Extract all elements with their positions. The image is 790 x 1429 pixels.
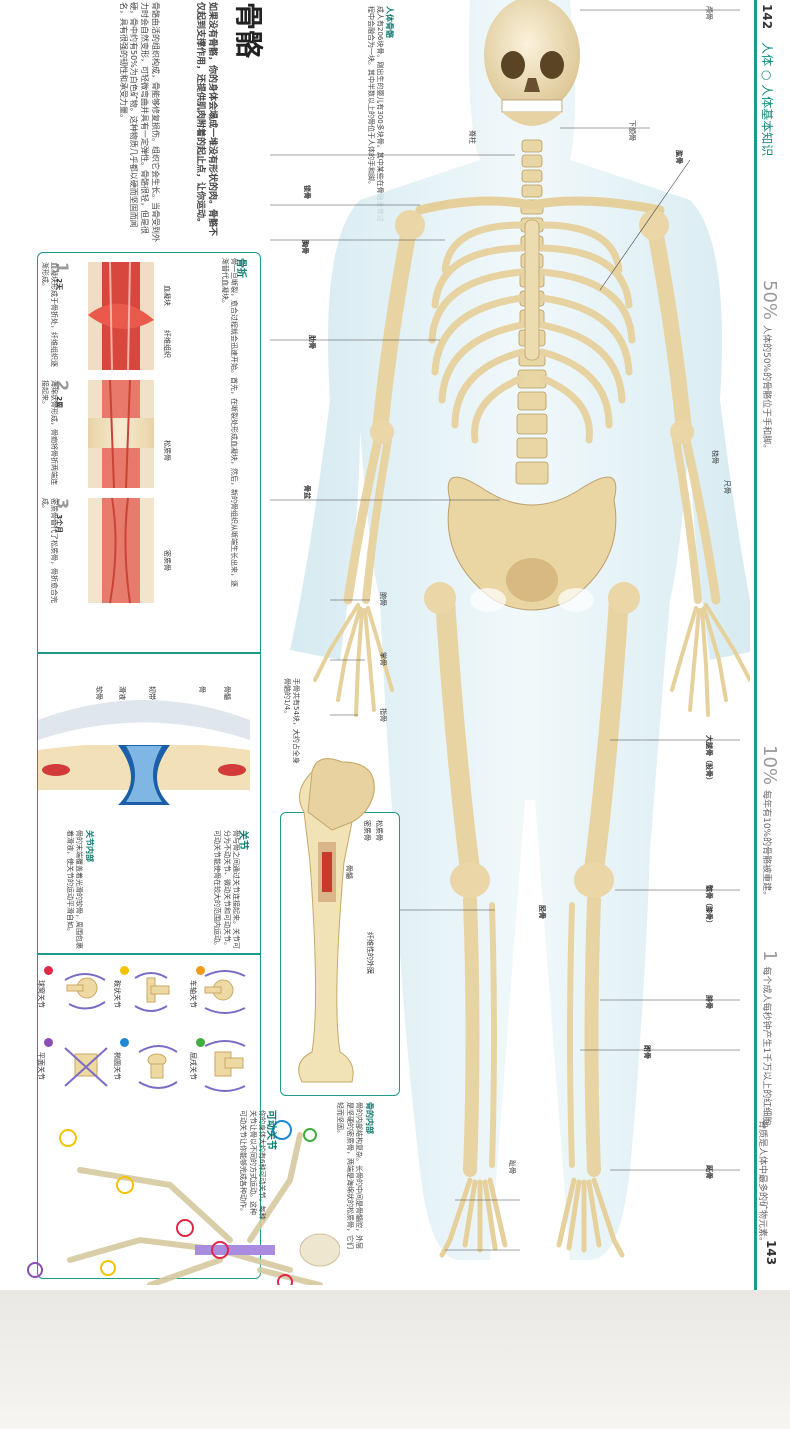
bone-inside-label-3: 骨髓 (345, 865, 353, 879)
arms (343, 217, 721, 605)
stat-text: 每个成人每秒钟产生1千万以上的红细胞。 (761, 966, 771, 1135)
stat-2: 10% 每年有10%的骨骼被重建。 (759, 745, 780, 900)
stat-1: 50% 人体的50%的骨骼位于手和脚。 (759, 280, 780, 453)
label-femur: 大腿骨（股骨） (705, 735, 713, 784)
joint-type-icons (64, 970, 246, 1092)
fracture-illustrations (88, 261, 154, 604)
label-humerus: 肱骨 (675, 150, 683, 164)
color-dot-icon (44, 1038, 53, 1047)
color-dot-icon (120, 966, 129, 975)
label-fibula: 腓骨 (705, 995, 713, 1009)
book-spread: 142 人体 ○ 人体基本知识 143 50% 人体的50%的骨骼位于手和脚。 … (0, 0, 790, 1290)
left-panel-frame (37, 252, 261, 1279)
fracture-step-2-text: 海绵状骨形成，骨痂将骨折两端连接起来。 (40, 380, 58, 485)
label-tibia: 胫骨 (538, 905, 546, 919)
label-skull: 颅骨 (705, 6, 713, 20)
ribcage (428, 221, 636, 444)
fracture-label-spongy: 松质骨 (163, 440, 171, 461)
label-ulna: 尺骨 (723, 480, 731, 494)
legs (435, 590, 629, 1177)
joint-illustration (38, 700, 250, 805)
joint-label-bone: 骨 (198, 686, 206, 693)
stat-text: 每年有10%的骨骼被重建。 (761, 790, 771, 901)
label-toe-bones: 趾骨 (508, 1160, 516, 1174)
bone-inside-text: 骨的内部结构复杂。长骨的中间是骨髓腔，外层是坚硬的密质骨，两端是海绵状的松质骨，… (336, 1102, 363, 1249)
movable-joint-text: 你的身体大约有6种可动关节。每种关节让骨以不同的方式运动。这种可动关节让你能够完… (239, 1110, 266, 1220)
stat-value: 10% (759, 745, 780, 786)
stat-text: 人体的50%的骨骼位于手和脚。 (761, 325, 771, 454)
left-page-number: 142 (760, 4, 774, 30)
panel-divider (37, 652, 261, 654)
skull (484, 0, 580, 126)
feet (439, 1177, 625, 1258)
label-clavicle: 锁骨 (303, 185, 311, 199)
femur-cutaway-illustration (298, 758, 375, 1083)
label-phalanges: 指骨 (379, 708, 387, 722)
label-pelvis: 骨盆 (303, 485, 311, 499)
joint-label-cartilage: 软骨 (95, 686, 103, 700)
main-title: 骨骼 (232, 2, 265, 59)
label-tarsals: 跗骨 (643, 1045, 651, 1059)
label-sternum: 胸骨 (301, 240, 309, 254)
joint-type-saddle: 鞍状关节 (113, 966, 129, 1008)
joint-text: 骨与骨之间通过关节连接起来。关节可分为不动关节、微动关节和可动关节。可动关节能使… (213, 830, 240, 949)
label-patella: 髌骨（膝骨） (705, 885, 713, 927)
label-mandible: 下颌骨 (628, 120, 636, 141)
stat-value: 1 (759, 950, 780, 962)
joint-inner: 关节内部 (85, 830, 94, 862)
intro-bold: 如果没有骨骼，你的身体会塌成一堆没有形状的肉。骨骼不仅起到支撑作用，还提供肌肉附… (194, 2, 217, 237)
stat-value: 50% (759, 280, 780, 321)
fracture-label-fiber: 纤维组织 (163, 330, 171, 358)
stat-3: 1 每个成人每秒钟产生1千万以上的红细胞。 (759, 950, 780, 1134)
joint-label-marrow: 骨髓 (223, 686, 231, 700)
joint-type-ellipsoid: 椭圆关节 (113, 1038, 129, 1080)
fracture-body: 骨一旦断裂，愈合过程就会迅速开始。首先，在断裂处形成血凝块，然后，新的骨组织从断… (220, 258, 238, 587)
label-carpals: 腕骨 (379, 592, 387, 606)
skeleton-illustration (270, 0, 750, 1260)
panel-divider (37, 953, 261, 955)
side-note-1: 骨质是人体中最多的矿物元素。 (757, 1120, 767, 1247)
background-texture (0, 1290, 790, 1429)
label-metatarsals: 跖骨 (705, 1165, 713, 1179)
hands (313, 603, 750, 717)
label-ribs: 肋骨 (308, 335, 316, 349)
label-metacarpals: 掌骨 (379, 652, 387, 666)
label-radius: 桡骨 (711, 450, 719, 464)
page-header: 142 人体 ○ 人体基本知识 (759, 4, 778, 156)
joint-label-ligament: 韧带 (148, 686, 156, 700)
fracture-step-3-text: 密质骨替代了松质骨，骨折愈合完成。 (40, 498, 58, 603)
fracture-step-1-text: 血凝块形成于骨折处，纤维组织逐渐形成。 (40, 262, 58, 367)
running-header: 人体 ○ 人体基本知识 (760, 42, 774, 157)
joint-type-plane: 平面关节 (37, 1038, 53, 1080)
bone-inside-heading: 骨的内部 (365, 1102, 374, 1134)
title-block: 骨骼 (230, 2, 270, 242)
color-dot-icon (196, 1038, 205, 1047)
bone-inside-label-5: 纤维性的外膜 (366, 932, 374, 974)
joint-type-ball-socket: 球窝关节 (37, 966, 53, 1008)
sternum (524, 219, 540, 361)
bone-inside-label-2: 密质骨 (363, 820, 371, 841)
color-dot-icon (120, 1038, 129, 1047)
fracture-step-1-image (88, 261, 154, 371)
joint-inner-text: 骨的末端覆盖着光滑的软骨，周围包裹着滑液，使关节的运动平滑自如。 (65, 830, 83, 949)
fracture-step-2-image (88, 379, 154, 489)
joint-type-pivot: 车轴关节 (189, 966, 205, 1008)
label-spine: 脊柱 (468, 130, 476, 144)
pelvis (447, 476, 617, 612)
header-rule (754, 0, 757, 1290)
color-dot-icon (44, 966, 53, 975)
color-dot-icon (196, 966, 205, 975)
fracture-label-compact: 密质骨 (163, 550, 171, 571)
intro-body: 骨骼由活的组织构成，骨能够修复损伤。组织它会生长。当骨受到外力时会自然变形，可轻… (118, 2, 160, 242)
joint-type-hinge: 屈戌关节 (189, 1038, 205, 1080)
fracture-label-clot: 血凝块 (163, 285, 171, 306)
movable-joint-figure (27, 1120, 340, 1285)
fracture-step-3-image (88, 497, 154, 604)
joint-label-fluid: 滑液 (118, 686, 126, 700)
